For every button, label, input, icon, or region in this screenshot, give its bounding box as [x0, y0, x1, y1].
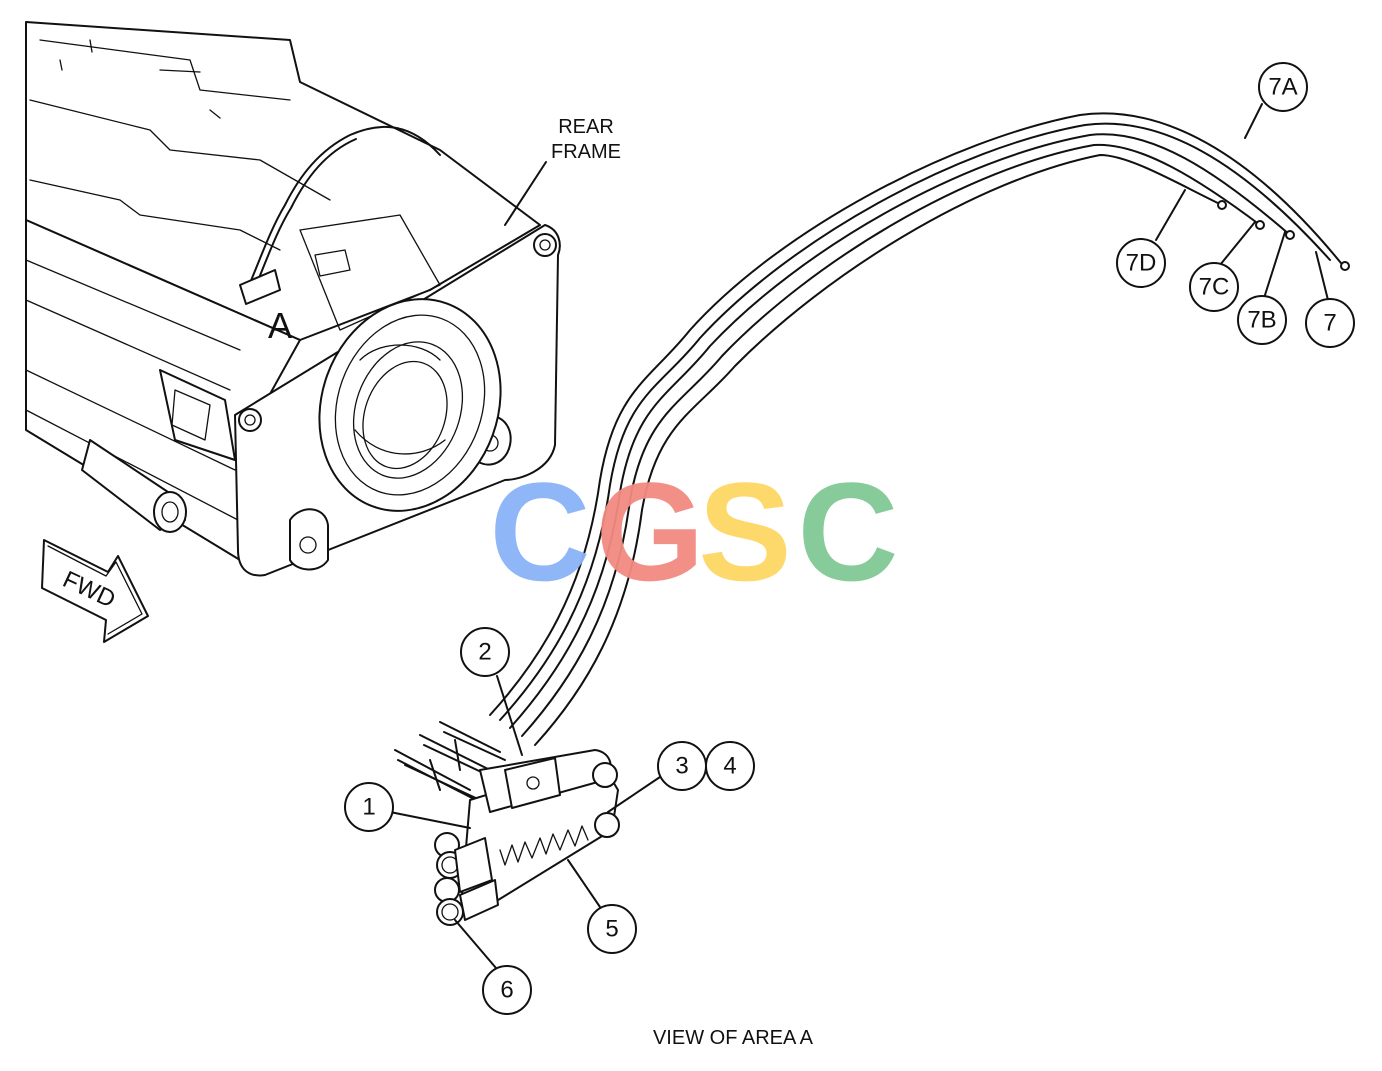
svg-text:7: 7 — [1323, 310, 1336, 337]
svg-text:5: 5 — [605, 916, 618, 943]
svg-text:1: 1 — [362, 794, 375, 821]
hose-bundle — [489, 112, 1350, 746]
callout-7d: 7D — [1116, 238, 1166, 288]
area-a-label: A — [268, 305, 292, 346]
fwd-arrow: FWD — [41, 539, 149, 643]
cgsc-watermark: C G S C — [489, 453, 898, 610]
rear-frame-label-line2: FRAME — [551, 141, 621, 163]
svg-text:3: 3 — [675, 753, 688, 780]
svg-text:7B: 7B — [1247, 307, 1276, 334]
callout-2: 2 — [460, 627, 510, 677]
svg-text:7D: 7D — [1126, 250, 1157, 277]
watermark-letter-s: S — [698, 453, 791, 610]
callout-4: 4 — [705, 741, 755, 791]
callout-7: 7 — [1305, 298, 1355, 348]
callout-1: 1 — [344, 782, 394, 832]
valve-assembly — [394, 721, 620, 926]
svg-text:2: 2 — [478, 639, 491, 666]
watermark-letter-c1: C — [489, 453, 590, 610]
rear-frame-leader — [504, 161, 547, 226]
callout-7b: 7B — [1237, 295, 1287, 345]
watermark-letter-c2: C — [797, 453, 898, 610]
callout-7c: 7C — [1189, 262, 1239, 312]
svg-text:6: 6 — [500, 977, 513, 1004]
callout-3: 3 — [657, 741, 707, 791]
callout-5: 5 — [587, 904, 637, 954]
callout-6: 6 — [482, 965, 532, 1015]
rear-frame-drawing: A — [25, 21, 561, 577]
view-caption: VIEW OF AREA A — [653, 1027, 814, 1049]
svg-text:7C: 7C — [1199, 274, 1230, 301]
callout-leaders — [389, 103, 1329, 969]
svg-text:7A: 7A — [1268, 74, 1297, 101]
callout-7a: 7A — [1258, 62, 1308, 112]
svg-text:4: 4 — [723, 753, 736, 780]
watermark-letter-g: G — [596, 453, 705, 610]
rear-frame-label-line1: REAR — [558, 116, 614, 138]
